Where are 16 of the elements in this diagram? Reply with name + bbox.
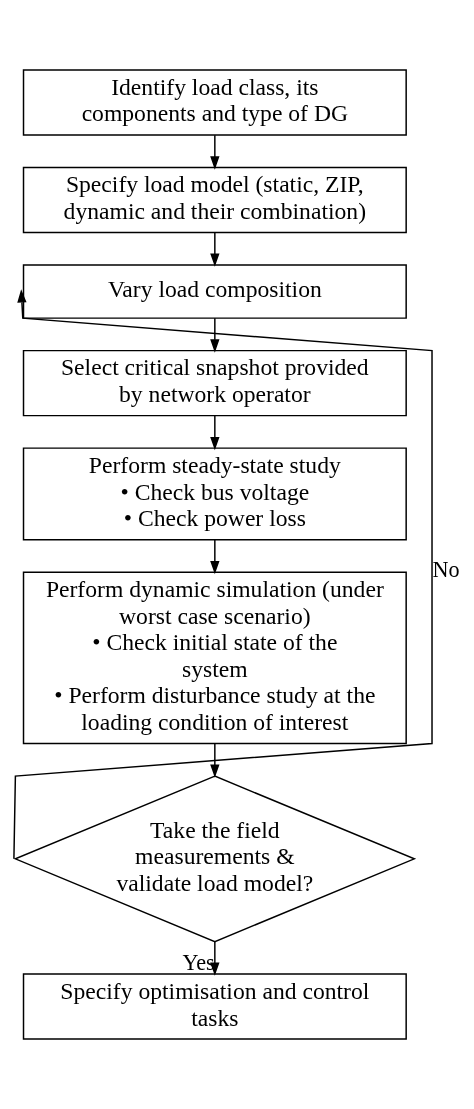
node-box: Identify load class, its components and type of DG bbox=[22, 69, 407, 136]
node-box: Perform steady-state study • Check bus voltage • Check power loss bbox=[22, 447, 407, 541]
arrow bbox=[210, 317, 220, 353]
node-diamond: Take the field measurements & validate load model? bbox=[13, 775, 417, 943]
node-box: Specify optimisation and control tasks bbox=[22, 973, 407, 1040]
node-box: Perform dynamic simulation (under worst case scenario) • Check initial state of the system • Perform disturbance study at the loading condition of interest bbox=[22, 571, 407, 745]
arrow bbox=[13, 289, 433, 860]
arrow bbox=[210, 743, 220, 778]
arrow bbox=[210, 232, 220, 267]
arrow bbox=[210, 415, 220, 451]
arrow bbox=[210, 539, 220, 575]
edge-label: No bbox=[432, 556, 460, 582]
node-box: Vary load composition bbox=[22, 264, 407, 319]
node-box: Specify load model (static, ZIP, dynamic and their combination) bbox=[22, 166, 407, 234]
arrow bbox=[210, 134, 220, 170]
node-box: Select critical snapshot provided by network operator bbox=[22, 349, 407, 417]
